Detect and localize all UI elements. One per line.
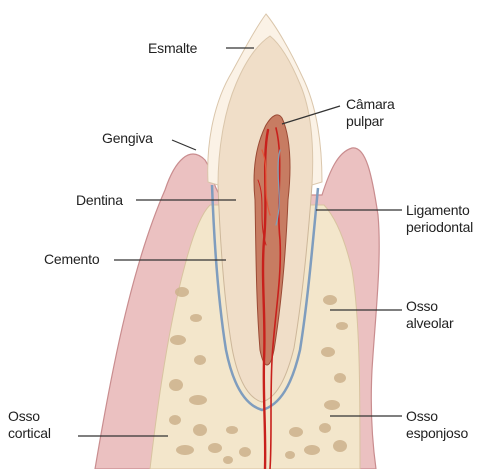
label-osso-esponjoso-line2: esponjoso bbox=[406, 425, 468, 442]
label-ligamento-line2: periodontal bbox=[406, 219, 473, 236]
label-osso-cortical-line1: Osso bbox=[8, 408, 51, 425]
label-esmalte: Esmalte bbox=[148, 40, 197, 57]
label-osso-esponjoso-line1: Osso bbox=[406, 408, 468, 425]
label-camara-line1: Câmara bbox=[346, 96, 395, 113]
leader-gengiva bbox=[172, 140, 196, 150]
label-ligamento-line1: Ligamento bbox=[406, 202, 473, 219]
label-gengiva: Gengiva bbox=[102, 130, 153, 147]
label-camara-pulpar: Câmara pulpar bbox=[346, 96, 395, 130]
label-osso-cortical-line2: cortical bbox=[8, 425, 51, 442]
label-cemento: Cemento bbox=[44, 251, 99, 268]
label-osso-cortical: Osso cortical bbox=[8, 408, 51, 442]
label-osso-alveolar: Osso alveolar bbox=[406, 298, 453, 332]
label-camara-line2: pulpar bbox=[346, 113, 395, 130]
label-osso-esponjoso: Osso esponjoso bbox=[406, 408, 468, 442]
label-osso-alveolar-line2: alveolar bbox=[406, 315, 453, 332]
label-osso-alveolar-line1: Osso bbox=[406, 298, 453, 315]
label-dentina: Dentina bbox=[76, 192, 123, 209]
label-ligamento-periodontal: Ligamento periodontal bbox=[406, 202, 473, 236]
